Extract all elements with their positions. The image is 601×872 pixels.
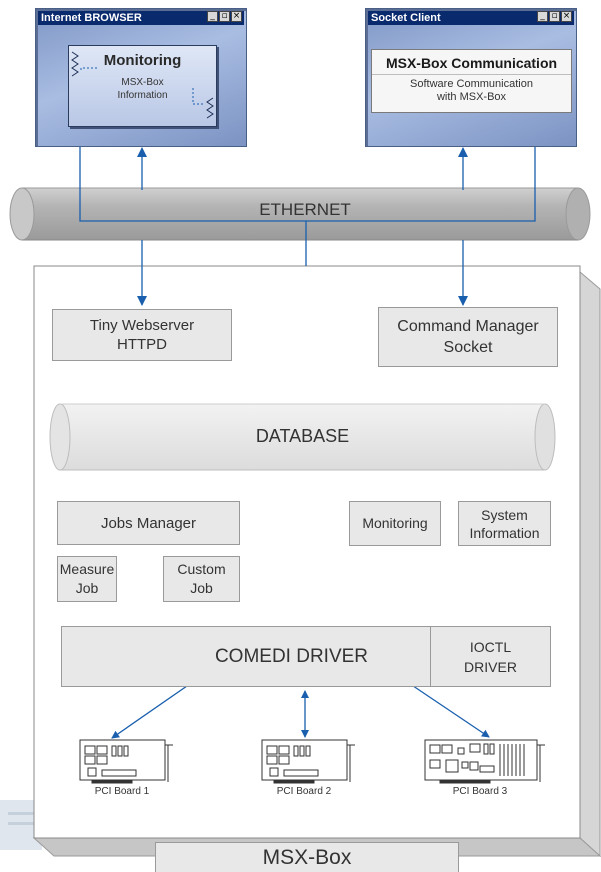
ioctl-line-1: IOCTL: [469, 638, 512, 655]
command-manager-line-2: Socket: [443, 339, 493, 356]
communication-panel: MSX-Box Communication Software Communica…: [371, 49, 572, 113]
database-cylinder: [49, 403, 556, 471]
pci-board-2-graphic: [261, 739, 355, 784]
comedi-driver-box: COMEDI DRIVER: [61, 626, 432, 687]
panel-title: MSX-Box Communication: [372, 55, 571, 75]
panel-decorations: [71, 51, 214, 119]
monitoring-label: Monitoring: [362, 515, 428, 531]
panel-line-2: Information: [117, 90, 168, 101]
socket-client-window: Socket Client _ ▫ × MSX-Box Communicatio…: [365, 8, 577, 147]
monitoring-box: Monitoring: [349, 501, 441, 546]
msx-box-label: MSX-Box: [262, 846, 352, 869]
pci-board-3-graphic: [424, 739, 545, 784]
pci-board-3-label: PCI Board 3: [452, 786, 508, 797]
panel-line-2: with MSX-Box: [436, 91, 507, 103]
ioctl-driver-box: IOCTL DRIVER: [430, 626, 551, 687]
webserver-line-2: HTTPD: [117, 336, 167, 353]
maximize-icon[interactable]: ▫: [219, 11, 230, 22]
measure-job-line-1: Measure: [59, 561, 115, 577]
measure-job-box: Measure Job: [57, 556, 117, 602]
tiny-webserver-box: Tiny Webserver HTTPD: [52, 309, 232, 361]
panel-line-1: Software Communication: [410, 78, 533, 90]
pci-board-2-label: PCI Board 2: [276, 786, 332, 797]
window-controls: _ ▫ ×: [537, 11, 572, 23]
custom-job-box: Custom Job: [163, 556, 240, 602]
close-icon[interactable]: ×: [561, 11, 572, 22]
measure-job-line-2: Job: [75, 580, 99, 596]
pci-board-1-label: PCI Board 1: [94, 786, 150, 797]
minimize-icon[interactable]: _: [207, 11, 218, 22]
webserver-line-1: Tiny Webserver: [89, 317, 195, 334]
ethernet-cable: [9, 187, 591, 241]
window-controls: _ ▫ ×: [207, 11, 242, 23]
internet-browser-window: Internet BROWSER _ ▫ × Monitoring MSX-Bo…: [35, 8, 247, 147]
msx-box-label-box: MSX-Box: [155, 842, 459, 872]
custom-job-line-2: Job: [190, 580, 213, 596]
command-manager-box: Command Manager Socket: [378, 307, 558, 367]
maximize-icon[interactable]: ▫: [549, 11, 560, 22]
jobs-manager-label: Jobs Manager: [100, 514, 197, 532]
database-label: DATABASE: [255, 426, 350, 446]
ethernet-label: ETHERNET: [259, 200, 351, 219]
monitoring-panel: Monitoring MSX-Box Information: [68, 45, 217, 127]
system-info-line-2: Information: [469, 524, 540, 541]
window-title: Internet BROWSER: [38, 11, 244, 25]
pci-board-1-graphic: [79, 739, 173, 784]
custom-job-line-1: Custom: [177, 561, 226, 577]
comedi-driver-label: COMEDI DRIVER: [214, 646, 369, 667]
system-information-box: System Information: [458, 501, 551, 546]
close-icon[interactable]: ×: [231, 11, 242, 22]
command-manager-line-1: Command Manager: [397, 318, 539, 335]
jobs-manager-box: Jobs Manager: [57, 501, 240, 545]
minimize-icon[interactable]: _: [537, 11, 548, 22]
panel-line-1: MSX-Box: [121, 77, 164, 88]
window-title: Socket Client: [368, 11, 574, 25]
panel-title: Monitoring: [103, 52, 182, 69]
system-info-line-1: System: [481, 506, 528, 523]
ioctl-line-2: DRIVER: [464, 658, 517, 675]
